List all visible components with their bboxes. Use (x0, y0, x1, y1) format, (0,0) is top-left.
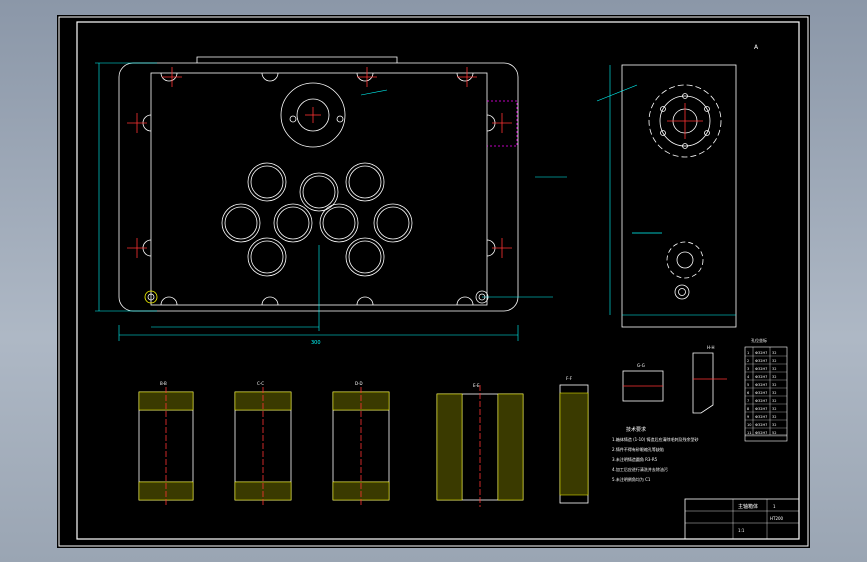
table-cell: 32 (772, 391, 776, 395)
table-cell: 32 (772, 359, 776, 363)
section-label: D-D (355, 381, 363, 386)
table-cell: 9 (747, 415, 749, 419)
table-cell: Ф32H7 (755, 359, 767, 363)
table-cell: 32 (772, 375, 776, 379)
section-label-list: B-B C-C D-D E-E F-F G-G H-H (160, 345, 714, 388)
outer-frame (58, 16, 809, 547)
table-cell: Ф32H7 (755, 399, 767, 403)
inner-frame (76, 21, 800, 540)
section-label: H-H (707, 345, 714, 350)
section-label: B-B (160, 381, 167, 386)
title-sheet: 1 (773, 504, 776, 509)
table-cell: 11 (747, 431, 751, 435)
tech-line: 5.未注明倒角均为 C1 (612, 476, 651, 482)
front-view: 300 (95, 56, 567, 346)
cad-drawing: 300 (58, 16, 809, 547)
title-scale: 1:1 (738, 528, 745, 533)
title-block: 主轴箱体 HT200 1:1 1 (684, 498, 800, 540)
section-views: B-B C-C D-D E-E F-F G-G H-H (138, 345, 727, 507)
table-cell: Ф32H7 (755, 407, 767, 411)
table-cell: Ф32H7 (755, 391, 767, 395)
front-dim-text: 300 (311, 340, 321, 346)
section-label: F-F (566, 376, 573, 381)
table-cell: 32 (772, 351, 776, 355)
title-material: HT200 (770, 516, 784, 521)
side-view-label: A (754, 44, 759, 51)
table-cell: 52 (772, 431, 776, 435)
table-cell: Ф32H7 (755, 383, 767, 387)
tech-title: 技术要求 (626, 426, 646, 433)
table-cell: 7 (747, 399, 749, 403)
table-cell: 2 (747, 359, 749, 363)
table-cell: Ф32H7 (755, 423, 767, 427)
side-view: A (596, 44, 759, 328)
table-cell: 3 (747, 367, 749, 371)
section-label: C-C (257, 381, 264, 386)
table-cell: 6 (747, 391, 749, 395)
section-label: G-G (637, 363, 645, 368)
tech-line: 2.铸件不得有砂眼缩孔等缺陷 (612, 446, 664, 452)
table-cell: 5 (747, 383, 749, 387)
table-cell: 1 (747, 351, 749, 355)
cad-viewport[interactable]: 300 (57, 15, 810, 548)
table-cell: 4 (747, 375, 750, 379)
table-cell: 32 (772, 415, 776, 419)
table-cell: Ф32H7 (755, 351, 767, 355)
table-cell: 32 (772, 367, 776, 371)
tech-line: 3.未注明铸造圆角 R3-R5 (612, 456, 658, 462)
table-cell: 10 (747, 423, 751, 427)
table-cell: Ф32H7 (755, 415, 767, 419)
hole-table-title: 孔位坐标 (751, 337, 767, 343)
tech-line: 1.箱体铸造 (1-10) 铸造后应清除毛刺及残余型砂 (612, 436, 699, 442)
table-cell: 8 (747, 407, 749, 411)
table-cell: 32 (772, 407, 776, 411)
tech-line: 4.加工后应进行清洗并去除油污 (612, 466, 668, 472)
section-label: E-E (473, 383, 480, 388)
table-cell: 32 (772, 423, 776, 427)
table-cell: Ф32H7 (755, 367, 767, 371)
table-cell: Ф52H7 (755, 431, 767, 435)
table-cell: Ф32H7 (755, 375, 767, 379)
tech-requirements: 技术要求 1.箱体铸造 (1-10) 铸造后应清除毛刺及残余型砂 2.铸件不得有… (612, 426, 699, 482)
title-part-name: 主轴箱体 (738, 503, 758, 510)
table-cell: 32 (772, 399, 776, 403)
table-cell: 32 (772, 383, 776, 387)
